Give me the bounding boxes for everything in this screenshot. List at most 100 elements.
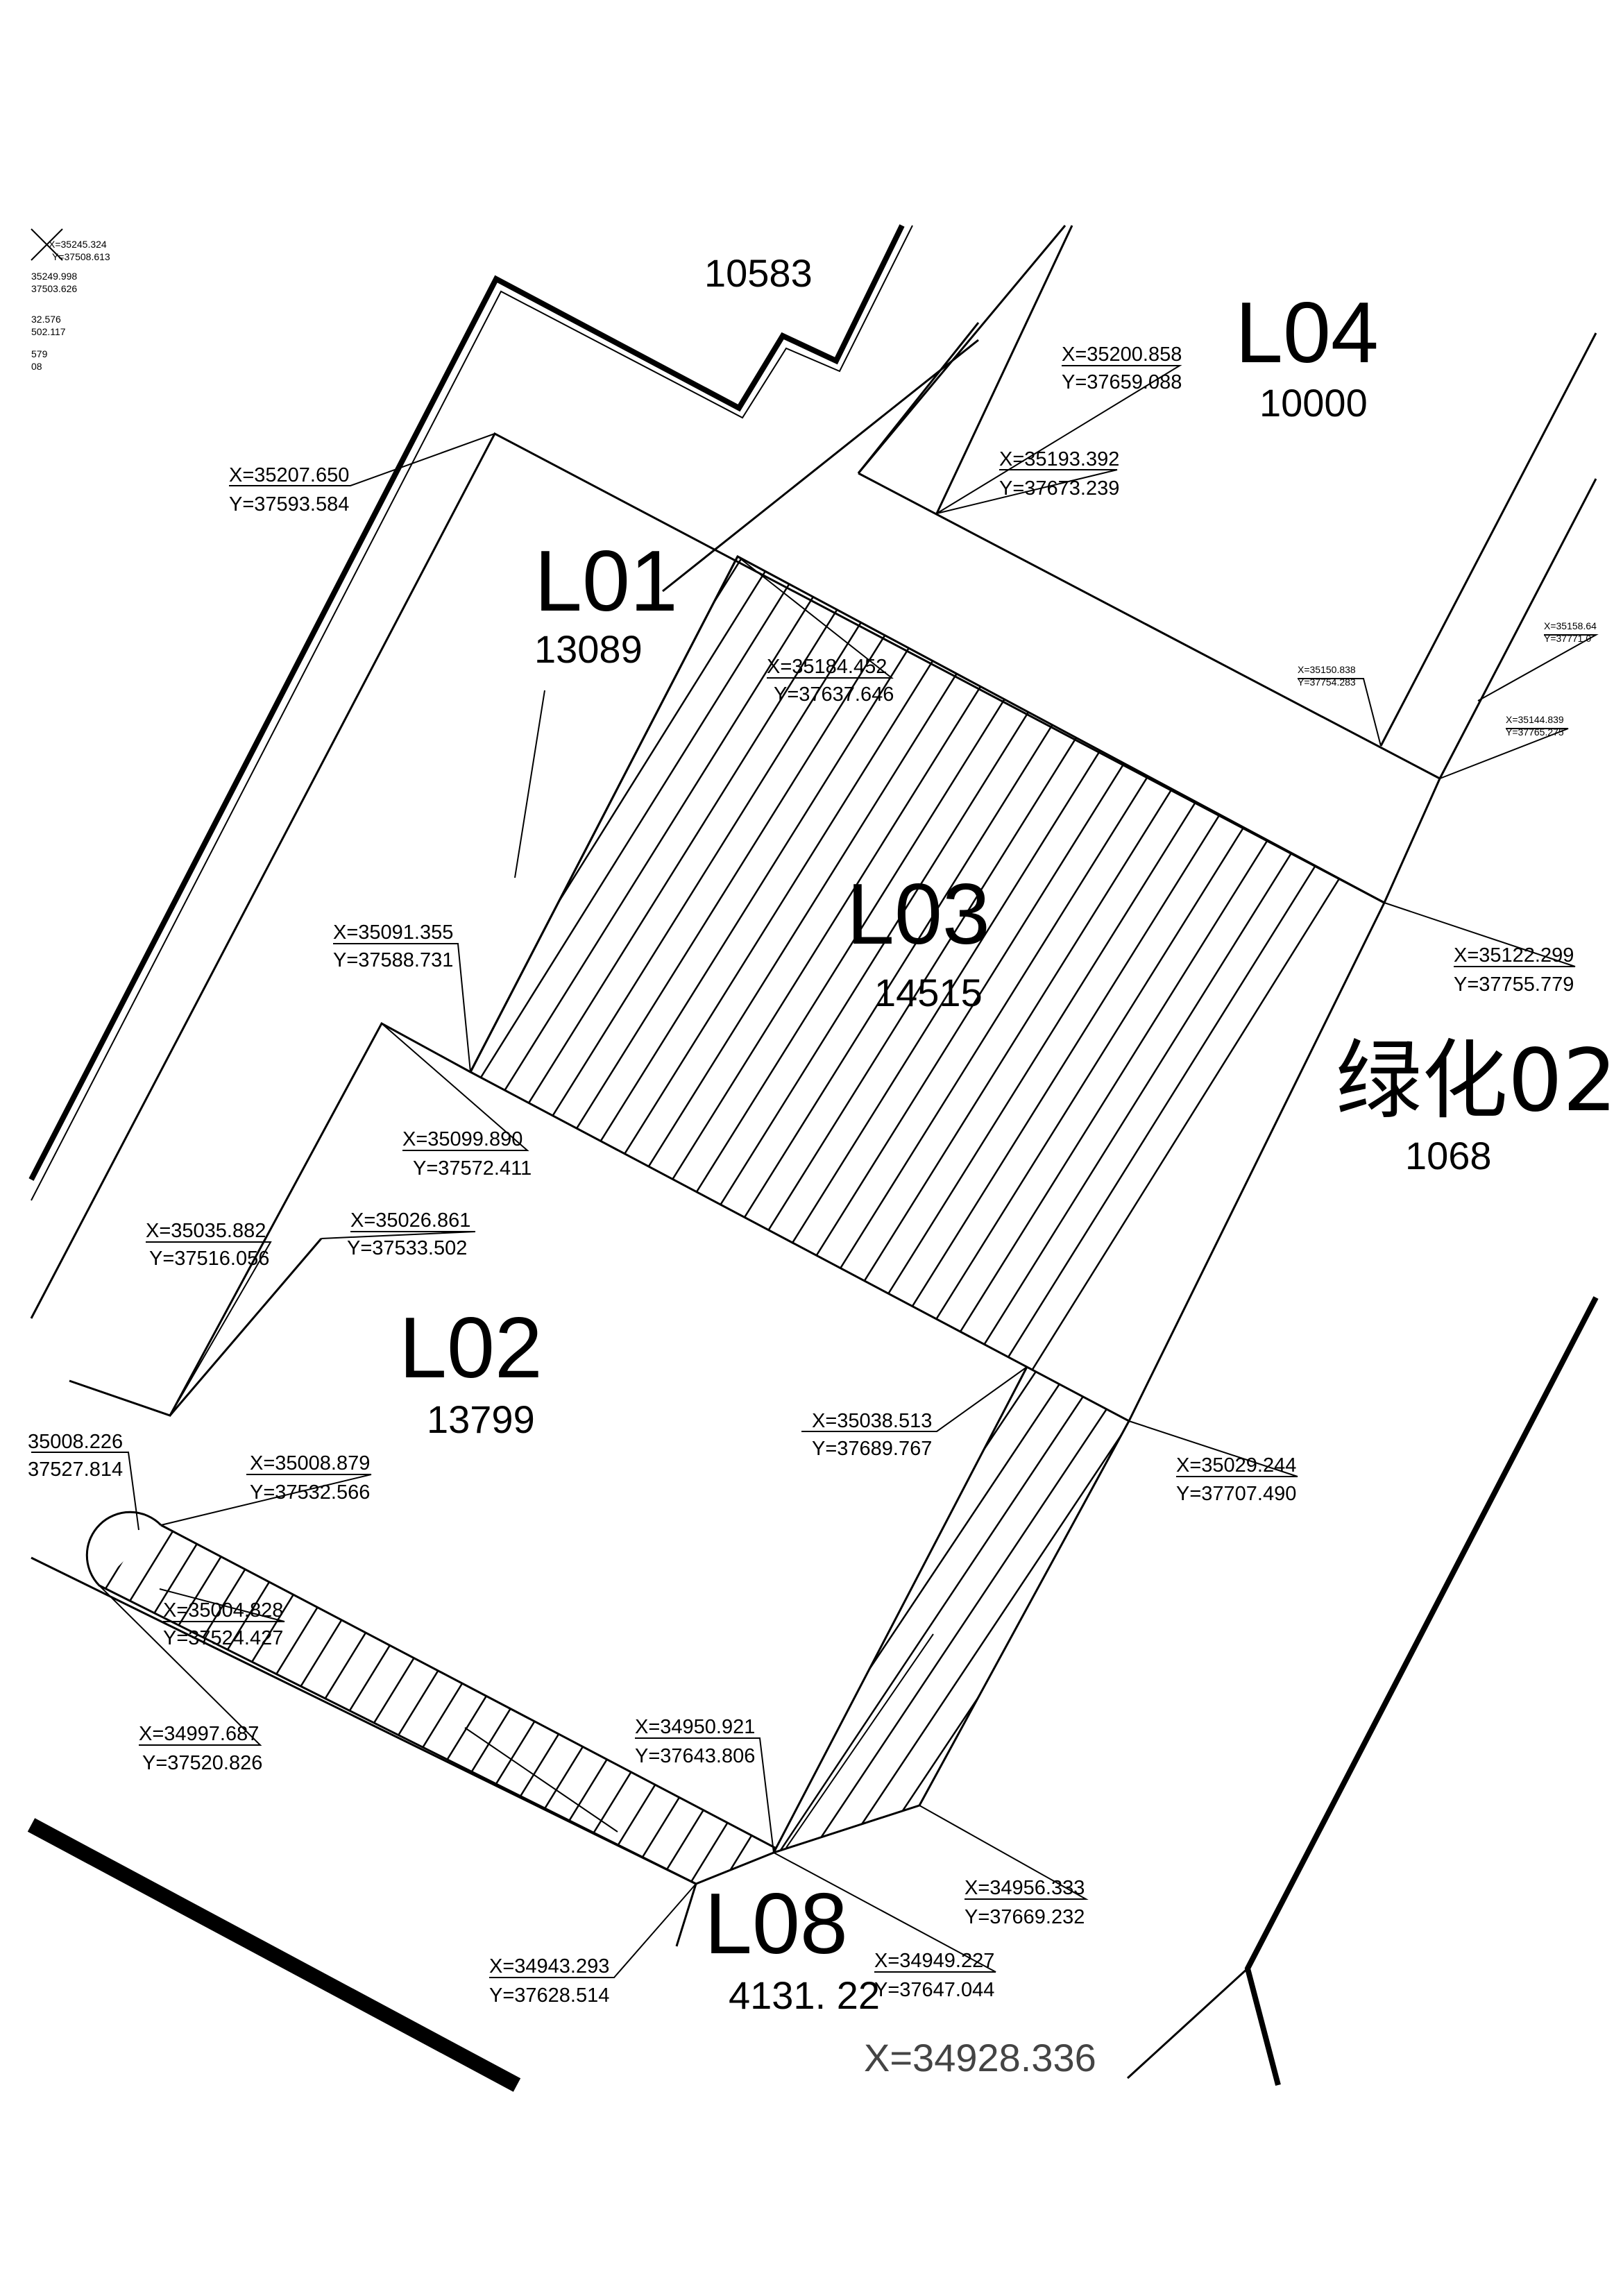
coord-x: 35249.998 (31, 271, 77, 282)
top-area: 10583 (704, 251, 813, 295)
l02-diagonal (169, 1238, 323, 1416)
coord-y: Y=37637.646 (774, 683, 894, 706)
coord-x: X=34949.227 (874, 1950, 994, 1972)
hatch-line (470, 556, 980, 1421)
coord-y: Y=37689.767 (812, 1438, 932, 1460)
coord-x: X=34956.333 (965, 1877, 1085, 1899)
hatch-line (470, 556, 852, 1421)
hatch-line (0, 486, 436, 1596)
coord-y: Y=37754.283 (1298, 677, 1356, 688)
l08-boundary (85, 1511, 776, 1885)
hatch-line (397, 1525, 677, 1884)
hatch-line (470, 556, 948, 1421)
hatch-line (774, 1367, 1129, 1853)
coord-x: 579 (31, 348, 48, 359)
l04-edge-lower (858, 472, 1441, 780)
l01-code: L01 (534, 534, 678, 629)
l02-area: 13799 (427, 1397, 535, 1441)
coord-y: 37527.814 (28, 1459, 123, 1481)
coordinate-labels: X=35207.650 Y=37593.584 X=35200.858 Y=37… (28, 239, 1597, 2007)
green02-area: 1068 (1405, 1134, 1492, 1177)
hatch-line (909, 1367, 1129, 1853)
l08-edge-right (675, 1883, 697, 1947)
hatch-line (774, 1367, 1009, 1853)
l08-area: 4131. 22 (729, 1973, 880, 2017)
hatch-line (470, 556, 501, 1421)
coord-y: Y=37532.566 (250, 1481, 370, 1504)
hatch-line (301, 1525, 581, 1884)
coord-x: X=35158.64 (1544, 620, 1597, 631)
green02-code: 绿化02 (1336, 1031, 1617, 1131)
coord-y: Y=37520.826 (142, 1752, 262, 1774)
coord-y: Y=37643.806 (635, 1745, 755, 1767)
hatch-line (470, 556, 1044, 1421)
hatch-line (99, 1525, 326, 1884)
hatch-line (110, 1525, 390, 1884)
hatch-line (99, 1525, 167, 1884)
hatch-line (0, 486, 180, 1596)
coord-y: Y=37533.502 (347, 1237, 467, 1259)
coord-x: X=35122.299 (1454, 944, 1574, 967)
leader-lines (31, 228, 1599, 1978)
l04-right-edge-1 (1379, 332, 1597, 747)
coord-x: X=35038.513 (812, 1410, 932, 1432)
coord-y: Y=37771.0 (1544, 633, 1591, 644)
hatch-line (0, 486, 340, 1596)
coord-y: Y=37593.584 (229, 493, 349, 516)
coord-x: X=35207.650 (229, 464, 349, 486)
l04-diagonal-2 (857, 225, 1067, 474)
hatch-line (470, 556, 1012, 1421)
hatch-line (0, 486, 404, 1596)
hatch-line (0, 486, 21, 1596)
coord-y: Y=37572.411 (413, 1157, 532, 1180)
hatch-line (365, 1525, 645, 1884)
road-edge-right (1244, 1296, 1599, 2086)
l02-boundary (69, 1021, 471, 1417)
coord-y: 37503.626 (31, 283, 77, 294)
hatch-line (0, 486, 372, 1596)
coord-y: Y=37659.088 (1062, 371, 1182, 393)
hatch-line (470, 556, 756, 1421)
hatch-line (0, 486, 276, 1596)
hatch-line (99, 1525, 230, 1884)
coord-x: X=34950.921 (635, 1716, 755, 1738)
hatch-line (0, 486, 148, 1596)
hatch-line (0, 486, 53, 1596)
hatch-line (173, 1525, 454, 1884)
l04-diagonal-3 (935, 225, 1073, 514)
coord-x: X=35008.879 (250, 1452, 370, 1474)
coord-y: Y=37707.490 (1176, 1483, 1296, 1505)
hatch-line (205, 1525, 486, 1884)
hatch-line (0, 486, 212, 1596)
coord-x: X=34997.687 (139, 1723, 259, 1745)
coord-x: X=35144.839 (1506, 714, 1564, 725)
l03-left-edge (469, 556, 739, 1073)
hatch-line (237, 1525, 518, 1884)
l02-code: L02 (399, 1300, 543, 1396)
hatch-line (470, 556, 884, 1421)
hatch-line (336, 1318, 752, 1943)
coord-y: Y=37508.613 (52, 251, 110, 262)
coord-y: 08 (31, 361, 42, 372)
hatch-line (634, 556, 1331, 1421)
coord-y: Y=37647.044 (874, 1979, 994, 2001)
hatch-line (99, 1525, 294, 1884)
hatch-line (0, 486, 468, 1596)
hatch-line (0, 486, 244, 1596)
hatch-line (0, 486, 117, 1596)
hatch-line (666, 556, 1363, 1421)
l03-code: L03 (847, 867, 990, 962)
l04-code: L04 (1235, 285, 1379, 381)
l08-notch (785, 1633, 934, 1848)
hatch-line (142, 1525, 422, 1884)
hatch-line (652, 1525, 775, 1884)
hatch-line (99, 1525, 198, 1884)
coord-x: X=35026.861 (350, 1209, 470, 1232)
coord-y: Y=37755.779 (1454, 973, 1574, 996)
road-boundary-inner (31, 225, 913, 1201)
coord-x: X=35091.355 (333, 921, 453, 944)
coord-x: X=34943.293 (489, 1955, 609, 1978)
coord-x: X=35150.838 (1298, 664, 1356, 675)
coord-y: Y=37516.056 (149, 1248, 269, 1270)
road-line-bottom-right (1126, 1967, 1249, 2080)
